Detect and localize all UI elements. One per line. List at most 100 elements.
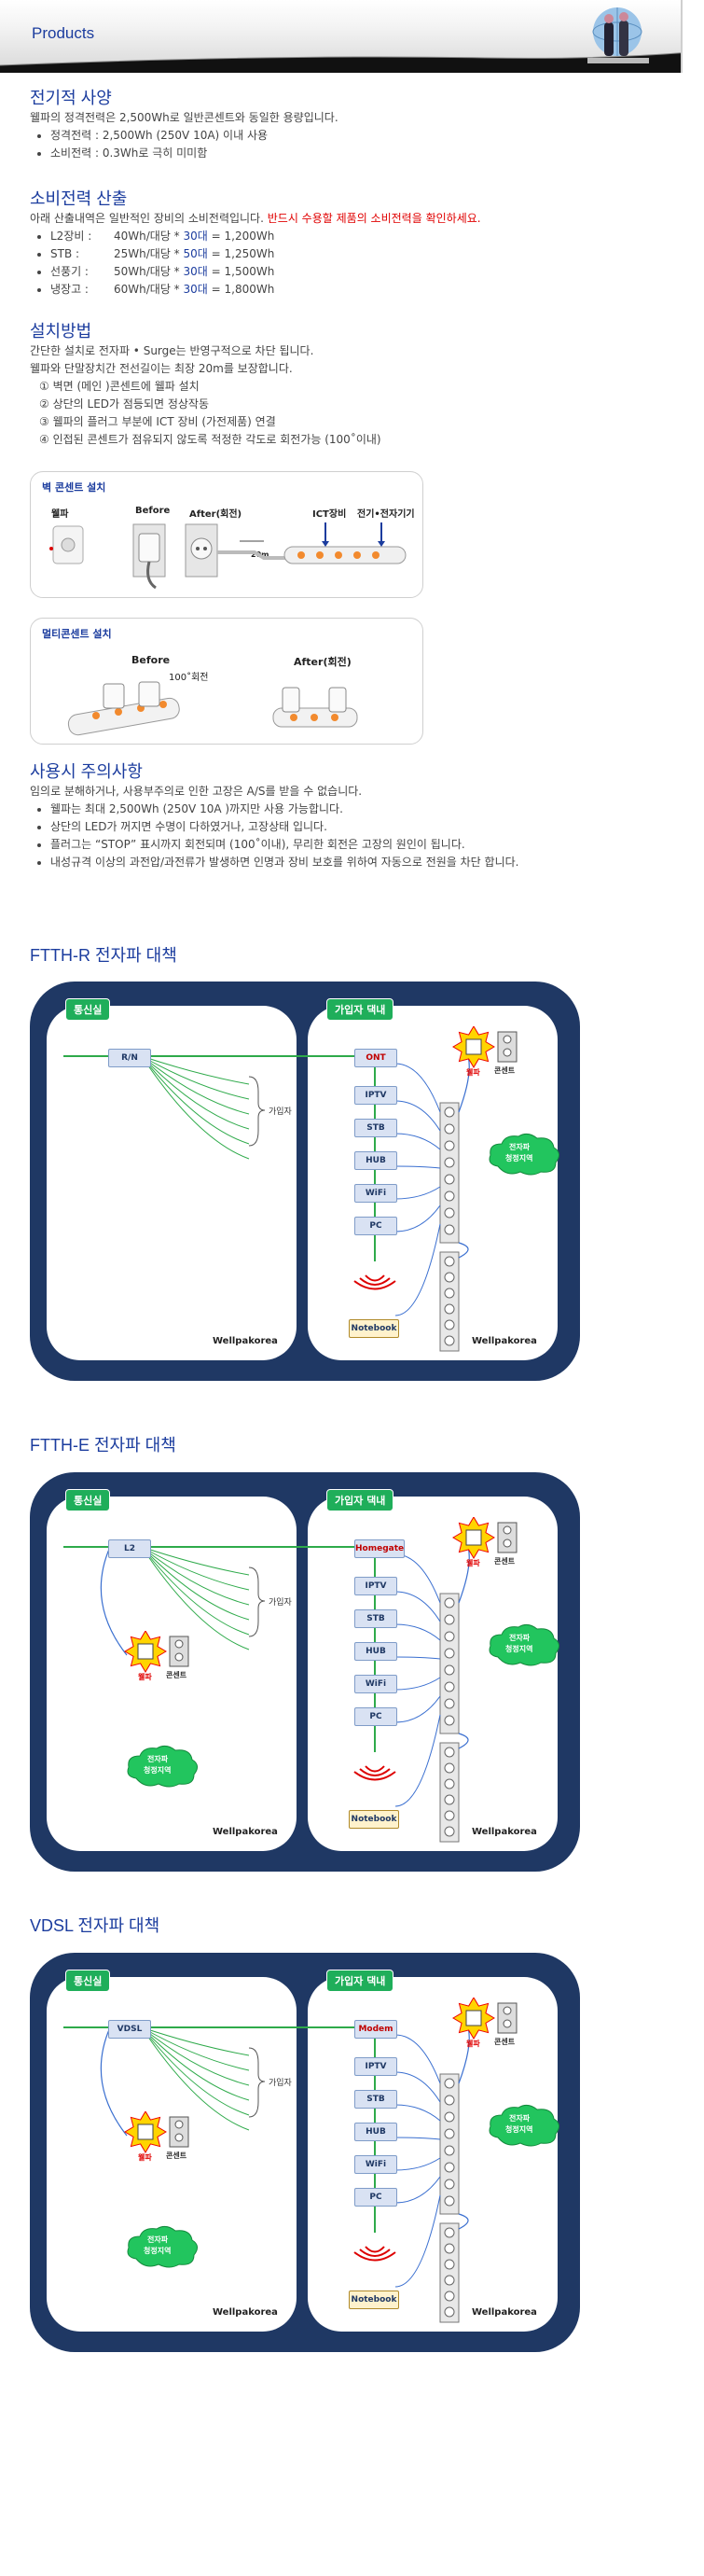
- page-title: Products: [32, 24, 95, 42]
- right-tab: 가입자 댁내: [326, 1970, 394, 1992]
- install-line: 간단한 설치로 전자파 • Surge는 반영구적으로 차단 됩니다.: [30, 344, 314, 357]
- outlet-icon: [497, 2002, 518, 2034]
- right-panel: 가입자 댁내: [308, 998, 558, 1360]
- caution-item: 내성규격 이상의 과전압/과전류가 발생하면 인명과 장비 보호를 위하여 자동…: [50, 854, 673, 871]
- device-stb: STB: [354, 1609, 397, 1628]
- wall-label-after: After(회전): [189, 509, 242, 520]
- device-hub: HUB: [354, 2123, 397, 2141]
- wall-install-illustration: [49, 522, 407, 590]
- power-row: STB :25Wh/대당 * 50대 = 1,250Wh: [50, 245, 673, 263]
- left-panel: 통신실: [47, 998, 297, 1360]
- spec-title: 전기적 사양: [30, 89, 112, 107]
- spec-item: 소비전력 : 0.3Wh로 극히 미미함: [50, 145, 673, 162]
- left-panel: 통신실: [47, 1489, 297, 1851]
- wellpa-label: 웰파: [138, 1673, 152, 1681]
- multi-label-after: After(회전): [294, 656, 352, 668]
- cloud-text: 청정지역: [505, 2125, 533, 2134]
- outlet-label: 콘센트: [166, 1671, 187, 1679]
- device-wifi: WiFi: [354, 1184, 397, 1203]
- left-panel: 통신실: [47, 1970, 297, 2332]
- multi-install-illustration: [67, 681, 358, 736]
- right-tab: 가입자 댁내: [326, 1489, 394, 1511]
- gaip-label: 가입자: [269, 1598, 292, 1608]
- outlet-label: 콘센트: [494, 1066, 516, 1075]
- wiring-lines: [63, 1538, 470, 1843]
- first-device: ONT: [354, 1049, 397, 1067]
- right-tab: 가입자 댁내: [326, 998, 394, 1021]
- clean-zone-cloud-icon: [489, 1623, 559, 1666]
- caution-title: 사용시 주의사항: [30, 762, 143, 781]
- header-swoosh: [0, 52, 690, 73]
- first-device: Homegate: [354, 1539, 405, 1558]
- power-row: 선풍기 :50Wh/대당 * 30대 = 1,500Wh: [50, 263, 673, 281]
- globe-people-icon: [587, 7, 649, 63]
- cloud-text: 전자파: [147, 2235, 169, 2244]
- header-right-strip: [681, 0, 704, 73]
- node-box: L2: [108, 1539, 151, 1558]
- outlet-icon: [497, 1031, 518, 1063]
- power-warning: 반드시 수용할 제품의 소비전력을 확인하세요.: [267, 212, 481, 225]
- brand-left: Wellpakorea: [213, 2307, 278, 2318]
- wifi-signal-icon: [353, 1765, 396, 1781]
- diagram-title-ftth-e: FTTH-E 전자파 대책: [30, 1436, 176, 1455]
- power-title: 소비전력 산출: [30, 189, 128, 208]
- cloud-text: 전자파: [147, 1755, 169, 1763]
- wellpa-burst-icon: [452, 1026, 495, 1068]
- spec-intro: 웰파의 정격전력은 2,500Wh로 일반콘센트와 동일한 용량입니다.: [30, 111, 338, 124]
- brand-left: Wellpakorea: [213, 1827, 278, 1837]
- wiring-lines: [63, 1047, 470, 1352]
- device-hub: HUB: [354, 1151, 397, 1170]
- device-iptv: IPTV: [354, 1086, 397, 1105]
- device-wifi: WiFi: [354, 1675, 397, 1693]
- node-box: R/N: [108, 1049, 151, 1067]
- cloud-text: 청정지역: [505, 1645, 533, 1653]
- outlet-label: 콘센트: [494, 1557, 516, 1566]
- device-pc: PC: [354, 1217, 397, 1235]
- diagram-title-vdsl: VDSL 전자파 대책: [30, 1916, 160, 1935]
- wellpa-label: 웰파: [138, 2153, 152, 2162]
- outlet-icon-left: [169, 1636, 189, 1667]
- caution-item: 상단의 LED가 꺼지면 수명이 다하였거나, 고장상태 입니다.: [50, 818, 673, 836]
- caution-section: 사용시 주의사항 임의로 분해하거나, 사용부주의로 인한 고장은 A/S를 받…: [30, 763, 673, 871]
- caution-item: 웰파는 최대 2,500Wh (250V 10A )까지만 사용 가능합니다.: [50, 801, 673, 818]
- clean-zone-cloud-icon: [489, 1133, 559, 1176]
- right-panel: 가입자 댁내: [308, 1489, 558, 1851]
- caution-item: 플러그는 “STOP” 표시까지 회전되며 (100˚이내), 무리한 회전은 …: [50, 836, 673, 854]
- left-tab: 통신실: [65, 998, 111, 1021]
- node-box: VDSL: [108, 2020, 151, 2039]
- device-pc: PC: [354, 2188, 397, 2207]
- multi-label-rotate: 100˚회전: [169, 673, 209, 683]
- spec-item: 정격전력 : 2,500Wh (250V 10A) 이내 사용: [50, 127, 673, 145]
- wellpa-label: 웰파: [466, 1559, 480, 1567]
- power-section: 소비전력 산출 아래 산출내역은 일반적인 장비의 소비전력입니다. 반드시 수…: [30, 190, 673, 299]
- device-stb: STB: [354, 1119, 397, 1137]
- right-panel: 가입자 댁내: [308, 1970, 558, 2332]
- power-row: 냉장고 :60Wh/대당 * 30대 = 1,800Wh: [50, 281, 673, 299]
- wellpa-burst-icon-left: [124, 1631, 167, 1673]
- wellpa-label: 웰파: [466, 1068, 480, 1077]
- notebook-box: Notebook: [349, 2291, 399, 2309]
- wellpa-label: 웰파: [466, 2040, 480, 2048]
- wall-label-appliance: 전기•전자기기: [357, 509, 415, 520]
- wellpa-burst-icon: [452, 1517, 495, 1559]
- device-hub: HUB: [354, 1642, 397, 1661]
- notebook-box: Notebook: [349, 1810, 399, 1829]
- cloud-text: 청정지역: [144, 2247, 172, 2255]
- install-step: ② 상단의 LED가 점등되면 정상작동: [39, 397, 210, 411]
- gaip-label: 가입자: [269, 1107, 292, 1117]
- notebook-box: Notebook: [349, 1319, 399, 1338]
- install-step: ① 벽면 (메인 )콘센트에 웰파 설치: [39, 380, 200, 393]
- brand-right: Wellpakorea: [472, 2307, 537, 2318]
- cloud-text: 전자파: [509, 2114, 531, 2123]
- cloud-text: 전자파: [509, 1634, 531, 1642]
- clean-zone-cloud-icon: [489, 2104, 559, 2147]
- page-header: Products: [0, 0, 704, 73]
- wifi-signal-icon: [353, 2246, 396, 2262]
- cloud-text: 청정지역: [144, 1766, 172, 1775]
- clean-zone-cloud-icon-left: [127, 2225, 198, 2268]
- cloud-text: 청정지역: [505, 1154, 533, 1163]
- device-stb: STB: [354, 2090, 397, 2109]
- power-row: L2장비 :40Wh/대당 * 30대 = 1,200Wh: [50, 228, 673, 245]
